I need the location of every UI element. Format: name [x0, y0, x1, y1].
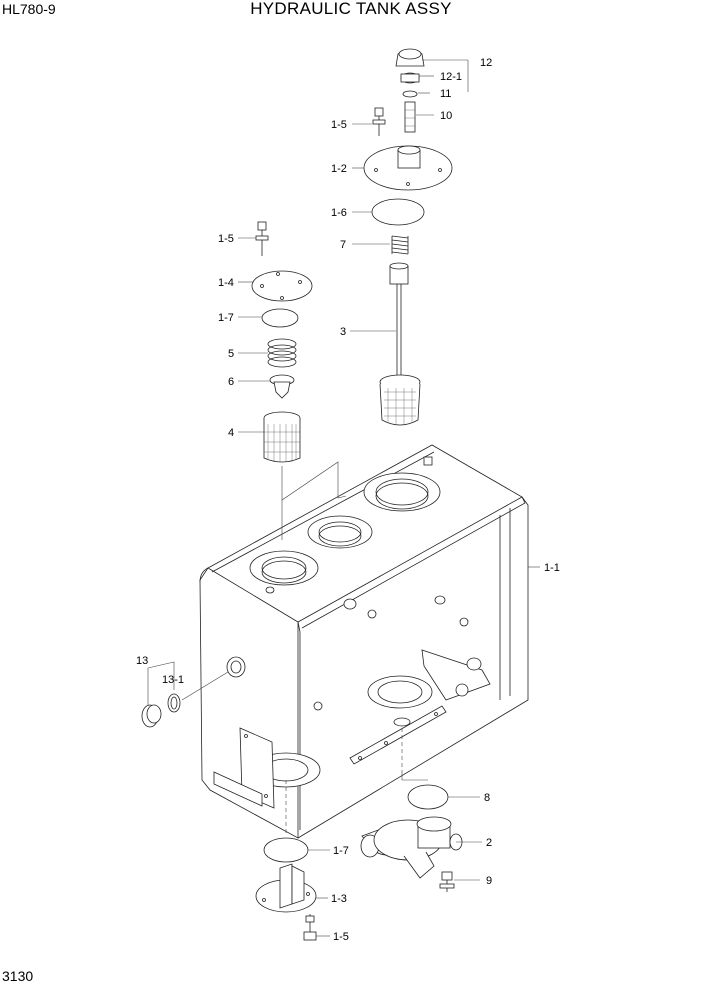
callout-1-6: 1-6	[331, 207, 347, 219]
filter-element-3	[379, 262, 421, 426]
valve-6	[269, 374, 295, 399]
bolt-1-5-bottom	[303, 914, 317, 941]
callout-12-1: 12-1	[440, 71, 462, 83]
callout-1-2: 1-2	[331, 163, 347, 175]
callout-11: 11	[440, 88, 451, 100]
bolt-1-5-top	[372, 107, 386, 136]
callout-1-7-top: 1-7	[218, 312, 234, 324]
callout-7: 7	[340, 239, 346, 251]
cover-1-4	[251, 270, 313, 302]
o-ring-8	[407, 784, 449, 810]
callout-10: 10	[440, 110, 452, 122]
page-number: 3130	[2, 968, 34, 984]
callout-1-5-bottom: 1-5	[333, 931, 349, 943]
filter-4	[263, 411, 301, 463]
strainer-10	[404, 101, 416, 133]
callout-12: 12	[480, 57, 492, 69]
callout-1-4: 1-4	[218, 277, 234, 289]
spring-7	[391, 235, 409, 255]
callout-labels: 12 12-1 11 10 1-5 1-2 1-6 7 1-5 1-4 1-7 …	[136, 57, 560, 943]
cover-1-2	[363, 145, 453, 191]
suction-pipe-2	[360, 816, 463, 879]
tank-body	[199, 444, 529, 839]
page-title: HYDRAULIC TANK ASSY	[250, 0, 452, 18]
top-port-flange-3	[363, 472, 441, 512]
o-ring-11	[402, 90, 418, 98]
callout-1-1: 1-1	[544, 562, 560, 574]
callout-3: 3	[340, 326, 346, 338]
spring-5	[267, 338, 297, 368]
callout-2: 2	[486, 837, 492, 849]
callout-1-5-top: 1-5	[331, 119, 347, 131]
bolt-1-5-left	[255, 221, 269, 256]
callout-13-1: 13-1	[162, 674, 184, 686]
callout-9: 9	[486, 875, 492, 887]
callout-13: 13	[136, 655, 148, 667]
model-code: HL780-9	[2, 1, 56, 17]
callout-8: 8	[484, 792, 490, 804]
plug-13	[141, 704, 162, 728]
o-ring-1-7-bottom	[263, 837, 309, 863]
leader-lines	[147, 59, 540, 937]
bolt-9	[439, 871, 455, 892]
callout-1-5-left: 1-5	[218, 233, 234, 245]
o-ring-1-6	[371, 198, 425, 226]
o-ring-13-1	[167, 693, 181, 713]
callout-1-7-bottom: 1-7	[333, 845, 349, 857]
cap-12	[395, 48, 425, 84]
top-port-flange-2	[307, 515, 373, 549]
callout-5: 5	[228, 348, 234, 360]
callout-4: 4	[228, 427, 234, 439]
top-port-flange-1	[249, 550, 319, 586]
o-ring-1-7-top	[261, 308, 299, 328]
callout-6: 6	[228, 376, 234, 388]
cover-1-3	[255, 863, 317, 913]
callout-1-3: 1-3	[331, 893, 347, 905]
